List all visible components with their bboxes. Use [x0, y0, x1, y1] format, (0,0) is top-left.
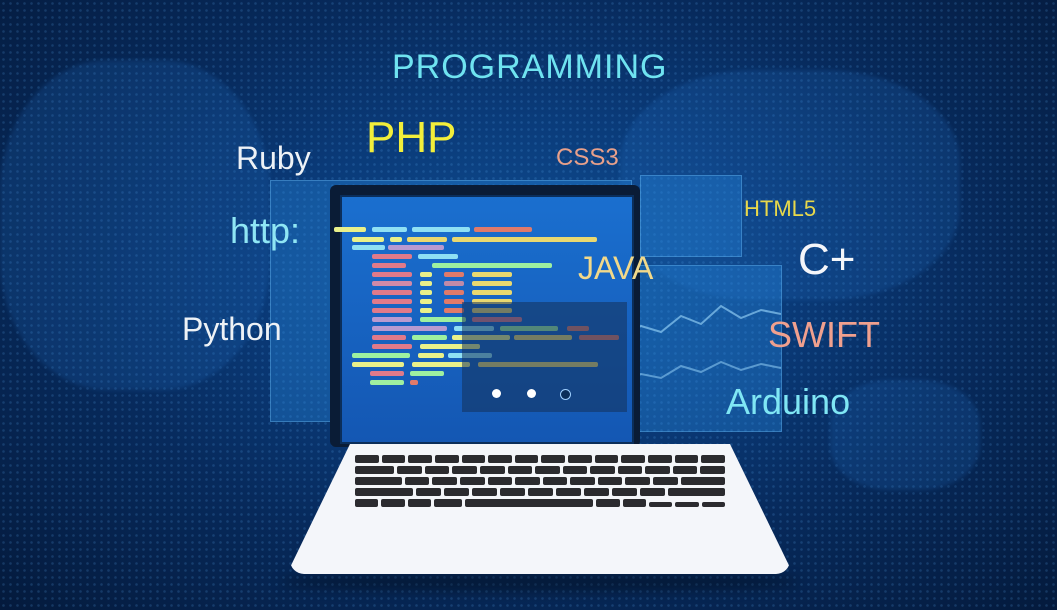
label-python: Python [182, 311, 282, 347]
area-chart-graphic [620, 304, 782, 382]
laptop-screen [334, 195, 634, 444]
title-programming: PROGRAMMING [392, 48, 668, 86]
floating-chart-panel [620, 265, 782, 432]
label-java: JAVA [578, 250, 654, 286]
label-php: PHP [366, 113, 457, 162]
label-css3: CSS3 [556, 144, 619, 171]
label-c-plus: C+ [798, 235, 856, 284]
map-continent-americas [0, 60, 270, 390]
label-ruby: Ruby [236, 140, 311, 176]
map-continent-australia [830, 380, 980, 490]
slider-handle-3 [560, 389, 571, 400]
slider-handle-1 [492, 389, 501, 398]
slider-handle-2 [527, 389, 536, 398]
label-html5: HTML5 [744, 196, 817, 221]
laptop-base [290, 444, 790, 574]
label-swift: SWIFT [768, 314, 880, 355]
floating-window-top-right [640, 175, 742, 257]
label-http: http: [230, 210, 301, 251]
settings-overlay-panel [462, 302, 627, 412]
laptop-keyboard [355, 455, 726, 507]
laptop-shadow [280, 572, 800, 592]
map-continent-eurasia [620, 70, 960, 300]
label-arduino: Arduino [726, 381, 851, 422]
